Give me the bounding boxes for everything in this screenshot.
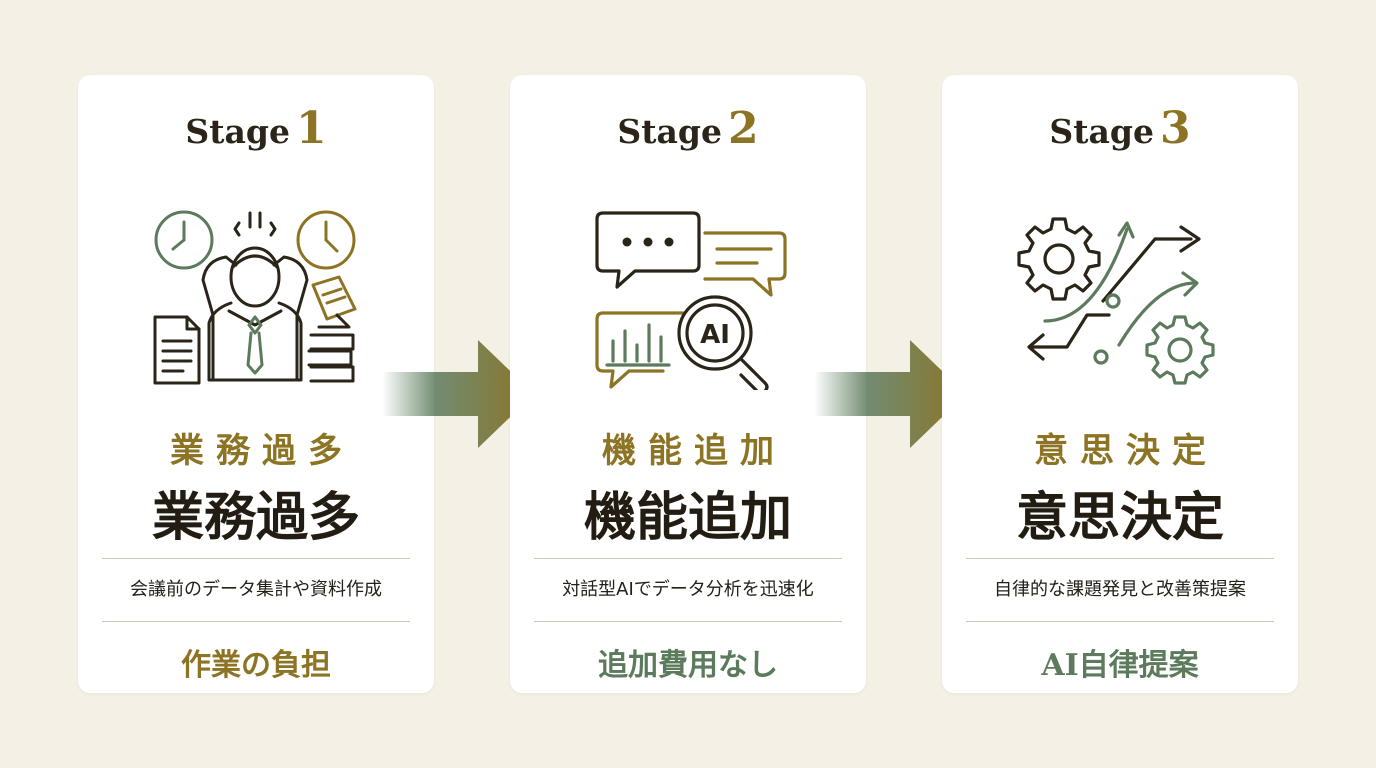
divider: [102, 558, 410, 559]
stage-tagline: 追加費用なし: [598, 648, 778, 683]
divider: [966, 558, 1274, 559]
stage-description: 対話型AIでデータ分析を迅速化: [562, 579, 814, 600]
main-heading: 意思決定: [1015, 487, 1224, 548]
main-heading: 業務過多: [151, 487, 360, 548]
arrow-right-icon: [382, 340, 534, 448]
stage-number: 1: [295, 103, 327, 154]
divider: [966, 621, 1274, 622]
sub-heading: 機能追加: [602, 431, 786, 471]
ai-label: AI: [700, 320, 730, 350]
stage-description: 会議前のデータ集計や資料作成: [130, 579, 382, 600]
stage-number: 3: [1159, 103, 1191, 154]
gears-decision-arrows-icon: [1017, 217, 1215, 385]
stage-description: 自律的な課題発見と改善策提案: [994, 579, 1246, 600]
divider: [102, 621, 410, 622]
arrow-right-icon: [814, 340, 966, 448]
stage-label: Stage: [185, 112, 290, 151]
stage-label: Stage: [617, 112, 722, 151]
sub-heading: 業務過多: [170, 431, 354, 471]
overworked-person-icon: [153, 210, 357, 385]
divider: [534, 621, 842, 622]
stage-tagline: AI自律提案: [1041, 648, 1199, 683]
sub-heading: 意思決定: [1034, 431, 1218, 471]
divider: [534, 558, 842, 559]
stage-tagline: 作業の負担: [181, 648, 331, 683]
ai-chat-analysis-icon: AI: [595, 211, 787, 390]
stage-label: Stage: [1049, 112, 1154, 151]
main-heading: 機能追加: [583, 487, 792, 548]
stage-number: 2: [727, 103, 759, 154]
